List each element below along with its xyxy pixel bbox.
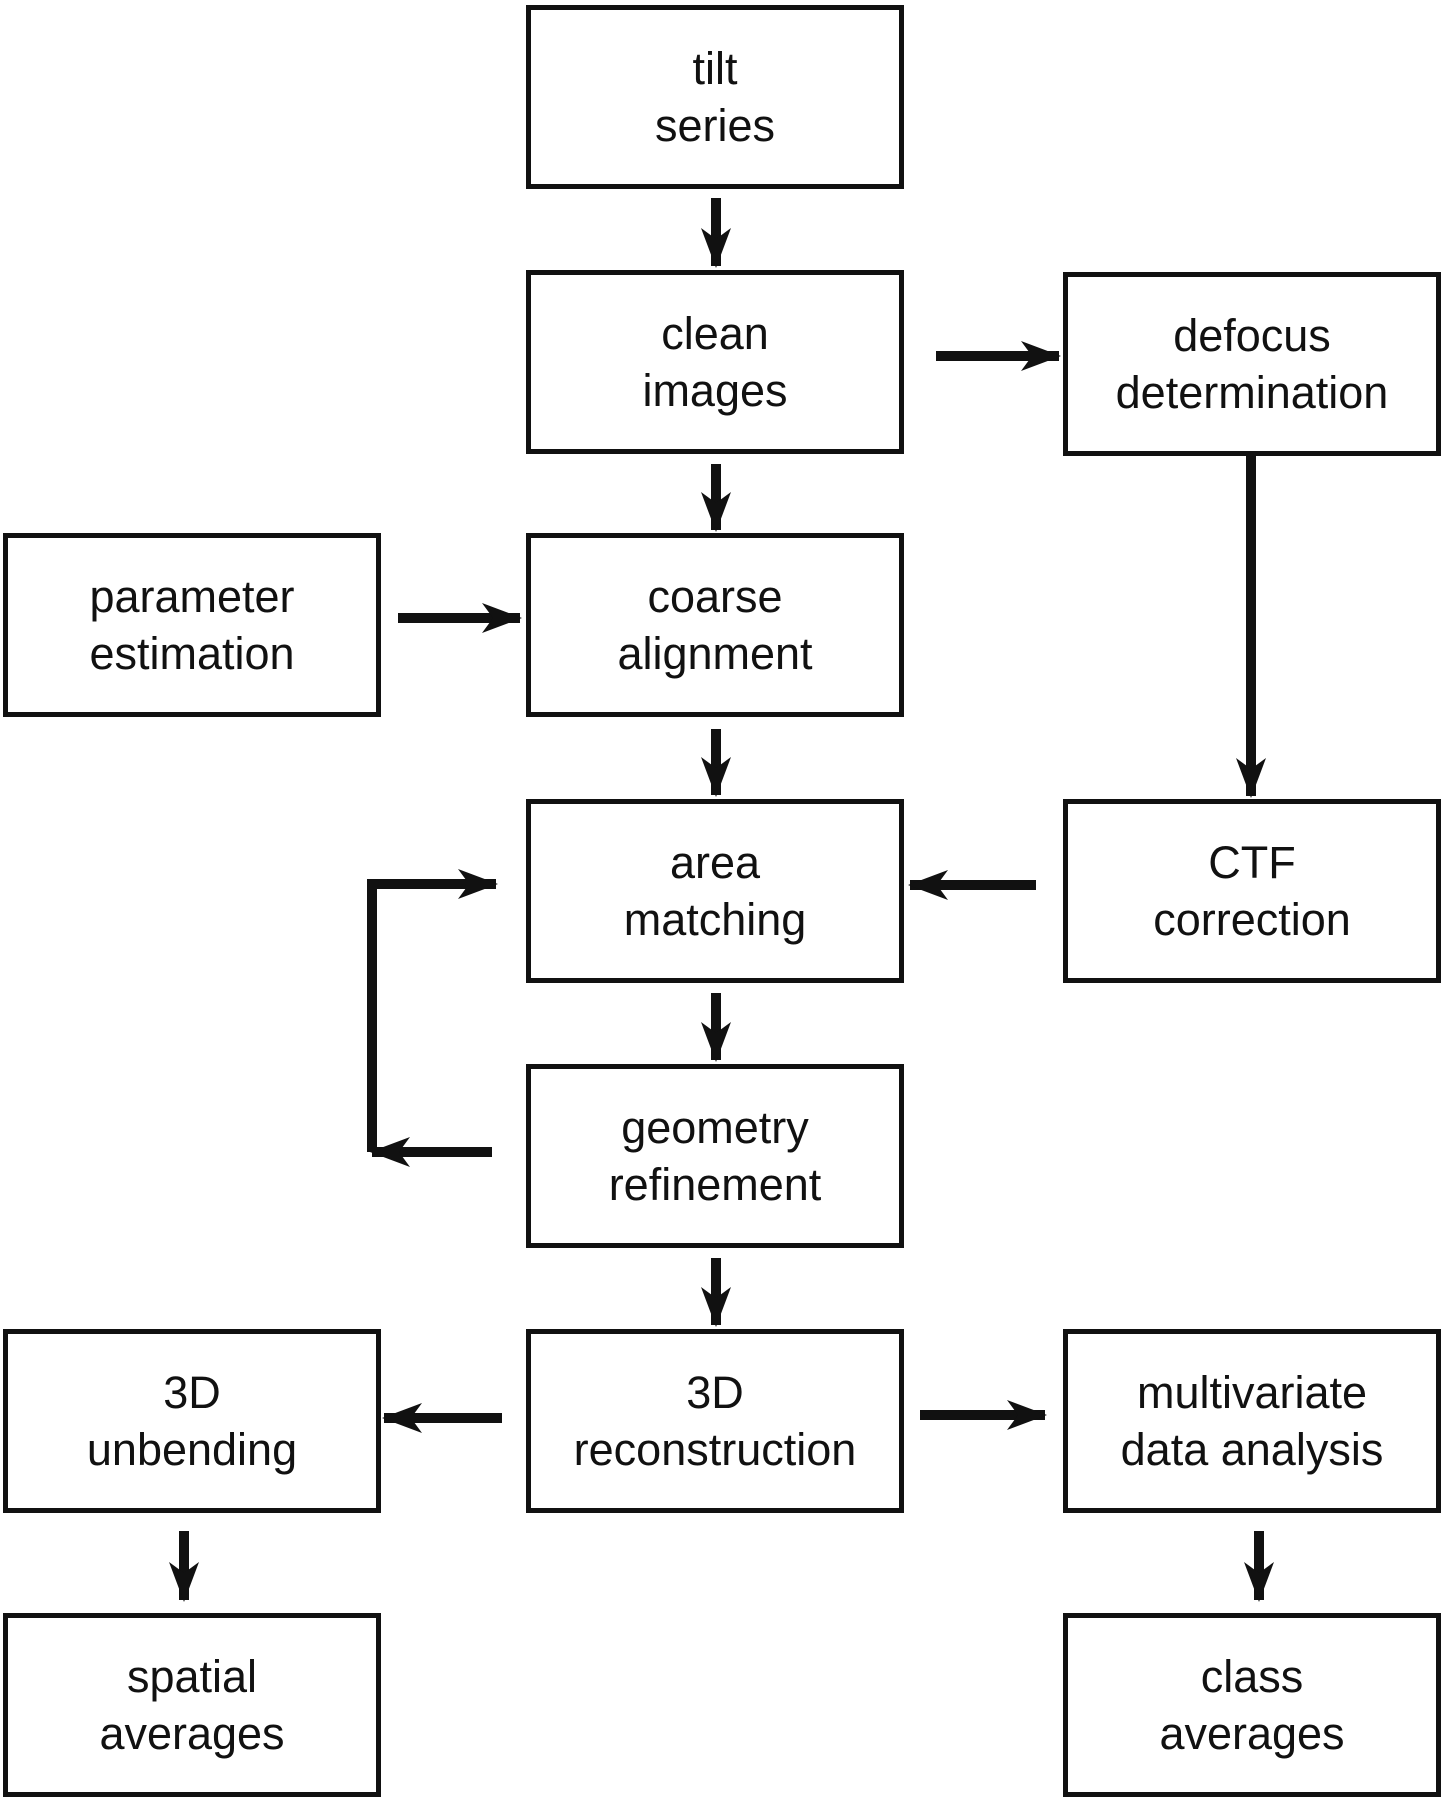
node-clean-images: clean images: [526, 270, 904, 454]
node-label-line: matching: [623, 894, 807, 945]
node-label-line: coarse: [647, 571, 783, 622]
node-parameter-estimation: parameter estimation: [3, 533, 381, 717]
node-label-line: data analysis: [1120, 1424, 1384, 1475]
node-geometry-refinement: geometry refinement: [526, 1064, 904, 1248]
node-defocus-determination: defocus determination: [1063, 272, 1441, 456]
node-label-line: images: [642, 365, 788, 416]
arrow-feedback-to-area: [367, 869, 498, 1152]
node-label-line: geometry: [621, 1102, 809, 1153]
node-label-line: refinement: [608, 1159, 822, 1210]
node-label-line: defocus: [1173, 310, 1331, 361]
node-3d-unbending: 3D unbending: [3, 1329, 381, 1513]
node-label-line: averages: [1159, 1708, 1345, 1759]
node-label-line: clean: [661, 308, 769, 359]
node-label-line: 3D: [163, 1367, 221, 1418]
node-label-line: class: [1200, 1651, 1304, 1702]
node-label-line: multivariate: [1136, 1367, 1368, 1418]
node-spatial-averages: spatial averages: [3, 1613, 381, 1797]
node-label-line: 3D: [686, 1367, 744, 1418]
node-label-line: averages: [99, 1708, 285, 1759]
node-label-line: parameter: [89, 571, 295, 622]
node-label-line: reconstruction: [573, 1424, 857, 1475]
node-label-line: correction: [1153, 894, 1351, 945]
node-label-line: tilt: [692, 43, 738, 94]
node-tilt-series: tilt series: [526, 5, 904, 189]
node-class-averages: class averages: [1063, 1613, 1441, 1797]
node-coarse-alignment: coarse alignment: [526, 533, 904, 717]
node-label-line: estimation: [89, 628, 295, 679]
node-3d-reconstruction: 3D reconstruction: [526, 1329, 904, 1513]
node-label-line: CTF: [1208, 837, 1296, 888]
node-label-line: series: [654, 100, 776, 151]
node-label-line: alignment: [617, 628, 813, 679]
node-multivariate-data-analysis: multivariate data analysis: [1063, 1329, 1441, 1513]
node-label-line: area: [669, 837, 761, 888]
node-label-line: determination: [1115, 367, 1389, 418]
node-label-line: spatial: [126, 1651, 258, 1702]
node-ctf-correction: CTF correction: [1063, 799, 1441, 983]
node-label-line: unbending: [86, 1424, 298, 1475]
node-area-matching: area matching: [526, 799, 904, 983]
